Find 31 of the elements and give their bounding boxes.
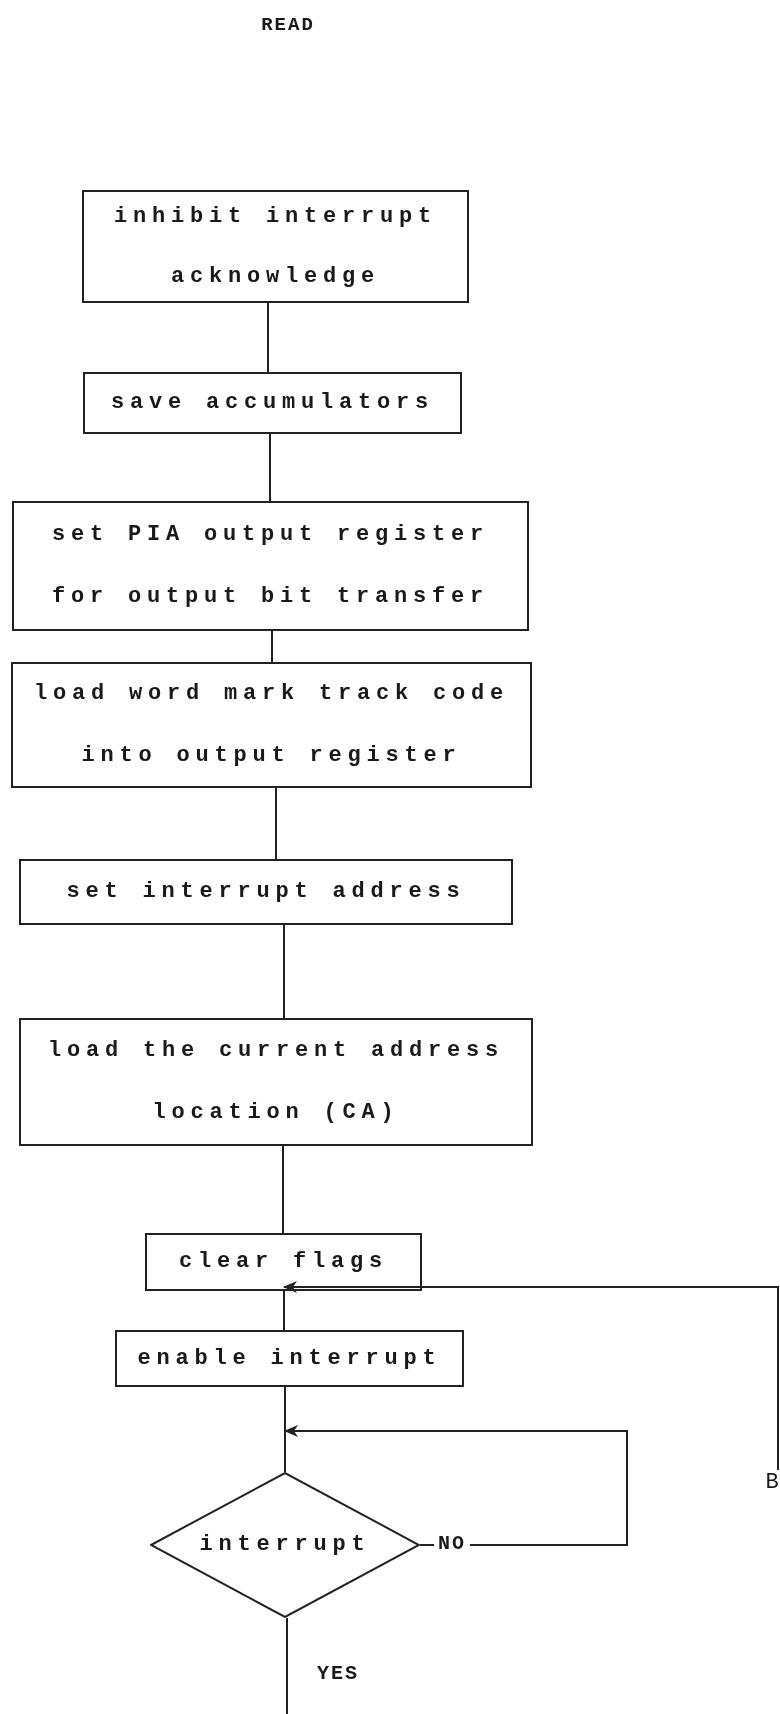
decision-diamond [150,1472,420,1618]
diagram-title: READ [260,14,316,36]
step-text: enable interrupt [137,1344,442,1373]
step-text: clear flags [179,1248,388,1276]
connector-line [283,1290,285,1331]
step-text: load the current address location (CA) [46,1037,506,1127]
process-box [12,501,529,631]
connector-line [275,787,277,860]
arrow [283,1281,779,1471]
step-text: save accumulators [110,389,434,417]
step-text: load word mark track code into output register [32,680,511,770]
process-box [145,1233,422,1291]
step-text: inhibit interrupt acknowledge [112,202,438,291]
connector-line [283,924,285,1019]
process-box [11,662,532,788]
step-text: set interrupt address [66,878,466,906]
process-box [19,859,513,925]
arrow [284,1425,628,1546]
connector-line [269,433,271,502]
process-box [19,1018,533,1146]
connector-line [284,1386,286,1473]
connector-line [286,1617,288,1714]
connector-line [282,1145,284,1234]
process-box [82,190,469,303]
connector-letter: B [765,1470,779,1496]
connector-line [267,302,269,373]
process-box [115,1330,464,1387]
connector-line [271,630,273,663]
step-text: set PIA output register for output bit transfer [50,521,491,611]
process-box [83,372,462,434]
step-text: interrupt [199,1531,371,1559]
